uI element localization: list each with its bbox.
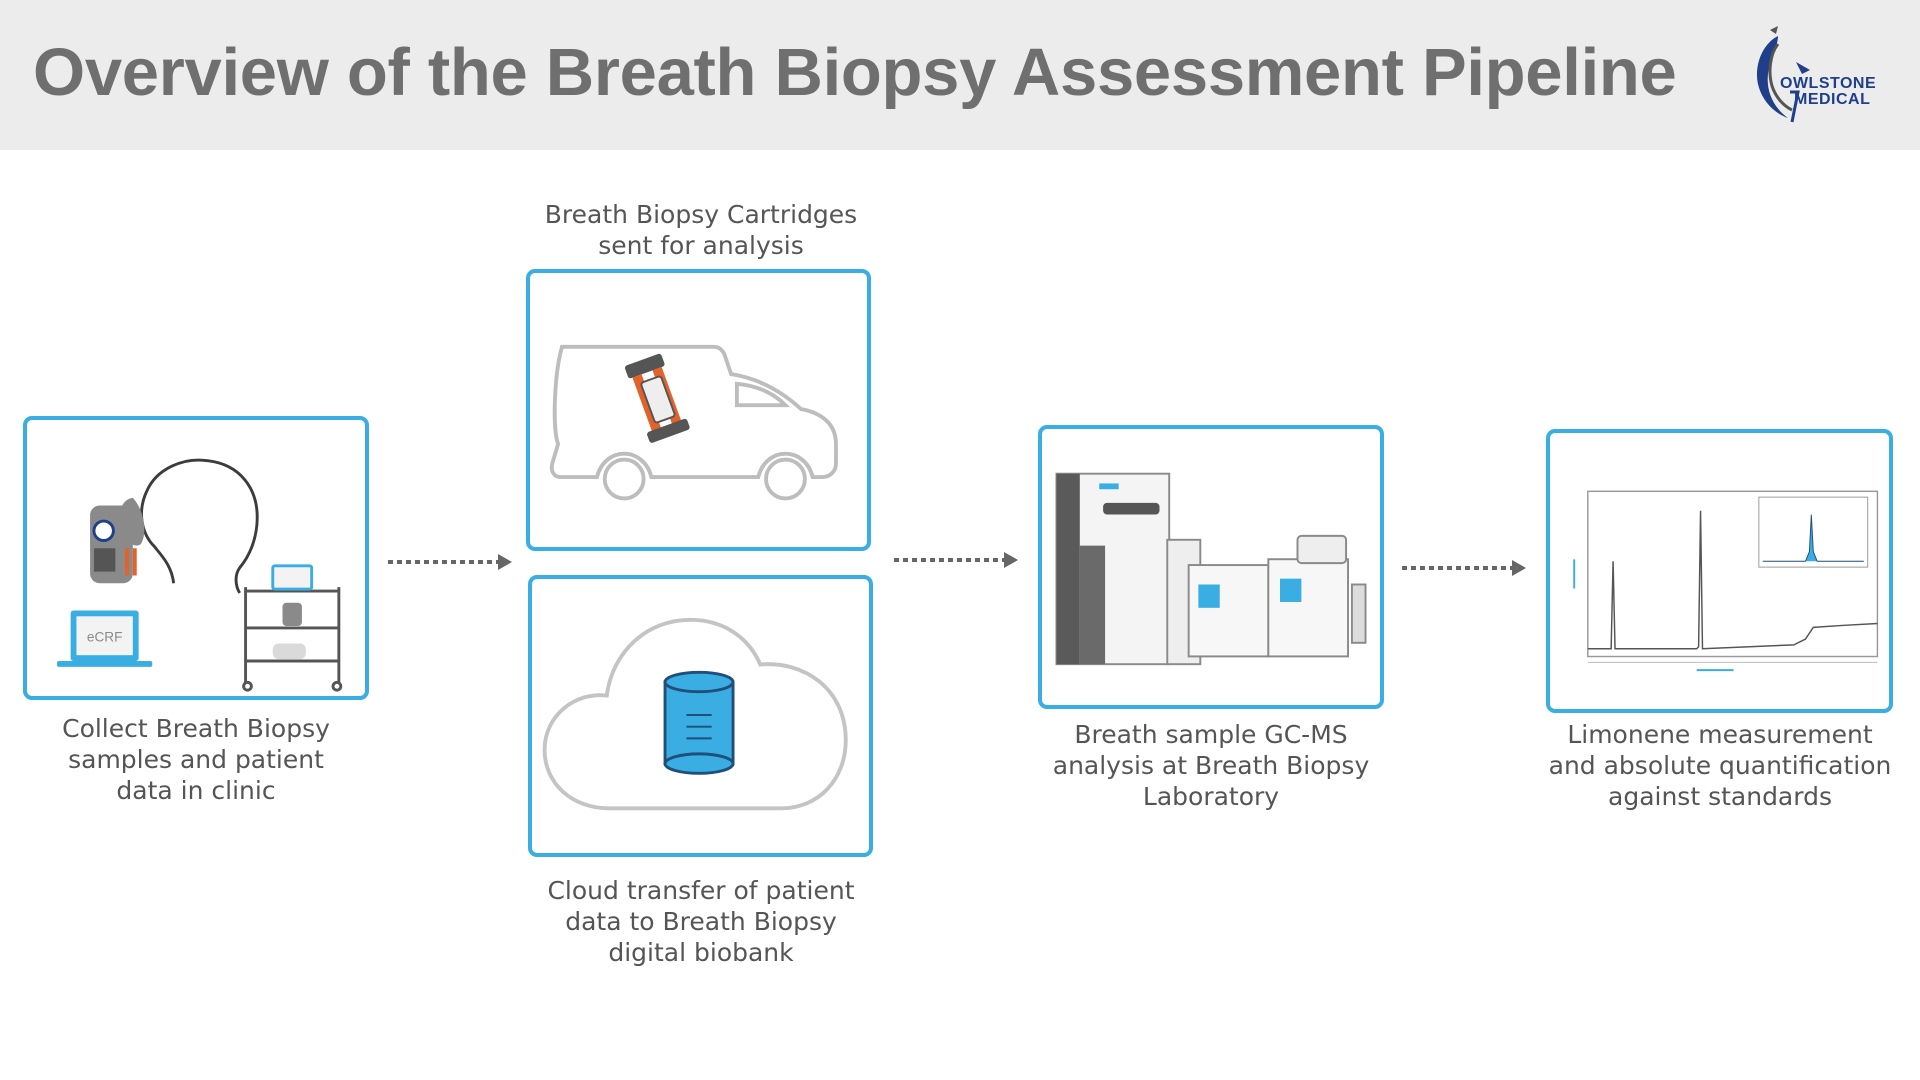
collect-caption: Collect Breath Biopsy samples and patien…: [62, 714, 330, 805]
collect-step-box: eCRF: [23, 416, 369, 700]
owl-logo-icon: OWLSTONE MEDICAL: [1756, 26, 1876, 123]
cartridges-step-box: [526, 269, 871, 551]
laptop-icon: eCRF: [57, 610, 153, 667]
header-bar: Overview of the Breath Biopsy Assessment…: [0, 0, 1920, 150]
gcms-step-box: [1038, 425, 1384, 709]
dotted-arrow-icon: [1402, 560, 1526, 576]
logo-text-top: OWLSTONE: [1780, 75, 1876, 92]
mask-device-icon: [90, 497, 145, 584]
cartridges-caption: Breath Biopsy Cartridges sent for analys…: [544, 200, 858, 260]
limonene-caption: Limonene measurement and absolute quanti…: [1548, 720, 1892, 811]
cloud-icon: [542, 617, 848, 811]
van-icon: [549, 344, 838, 479]
database-icon: [663, 670, 735, 775]
limonene-step-box: [1546, 429, 1893, 713]
company-logo: OWLSTONE MEDICAL: [1748, 22, 1898, 126]
cloud-step-box: [528, 575, 873, 857]
laptop-label: eCRF: [87, 630, 122, 645]
dotted-arrow-icon: [388, 554, 512, 570]
head-outline-icon: [140, 458, 259, 594]
cartridge-icon: [624, 353, 690, 443]
page-title: Overview of the Breath Biopsy Assessment…: [33, 35, 1677, 110]
gcms-caption: Breath sample GC-MS analysis at Breath B…: [1052, 720, 1370, 811]
cart-icon: [242, 564, 343, 692]
logo-text-bottom: MEDICAL: [1794, 91, 1870, 108]
chromatogram-icon: [1573, 490, 1879, 672]
dotted-arrow-icon: [894, 552, 1018, 568]
cloud-caption: Cloud transfer of patient data to Breath…: [547, 876, 855, 967]
gcms-instrument-icon: [1055, 472, 1367, 666]
